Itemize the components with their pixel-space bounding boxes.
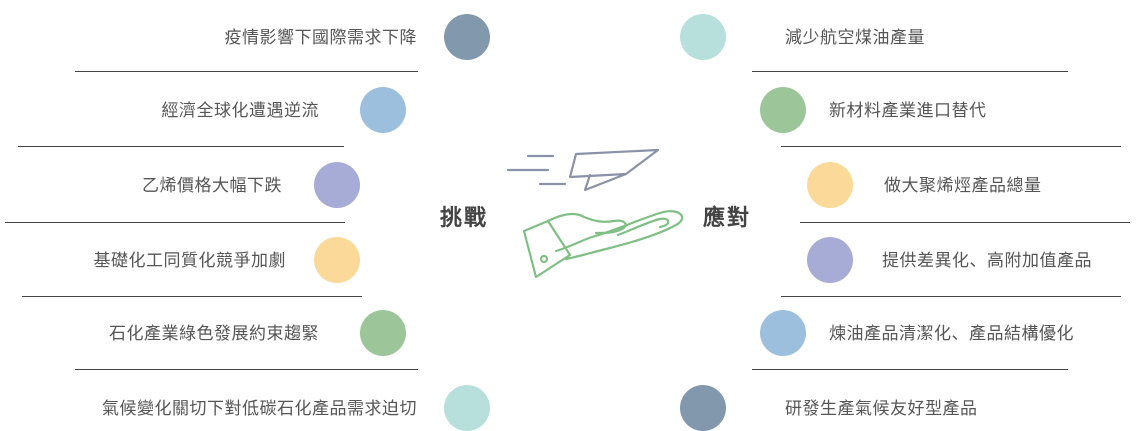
- response-label: 煉油產品清潔化、產品結構優化: [829, 324, 1074, 344]
- challenge-dot: [314, 162, 360, 208]
- response-dot: [807, 162, 853, 208]
- response-dot: [680, 14, 726, 60]
- divider: [5, 222, 345, 223]
- challenge-label: 基礎化工同質化競爭加劇: [93, 251, 286, 271]
- challenge-label: 疫情影響下國際需求下降: [224, 28, 417, 48]
- challenge-label: 乙烯價格大幅下跌: [142, 176, 282, 196]
- divider: [800, 222, 1130, 223]
- response-label: 減少航空煤油產量: [785, 28, 925, 48]
- response-dot: [807, 237, 853, 283]
- divider: [781, 296, 1121, 297]
- response-label: 新材料產業進口替代: [829, 101, 987, 121]
- response-label: 做大聚烯烴產品總量: [884, 176, 1042, 196]
- response-label: 提供差異化、高附加值產品: [882, 251, 1092, 271]
- divider: [75, 369, 418, 370]
- challenge-title: 挑戰: [440, 206, 489, 231]
- challenge-dot: [314, 237, 360, 283]
- challenge-dot: [360, 87, 406, 133]
- response-title: 應對: [703, 206, 752, 231]
- response-dot: [760, 87, 806, 133]
- challenge-label: 石化產業綠色發展約束趨緊: [109, 324, 319, 344]
- response-dot: [760, 310, 806, 356]
- challenge-label: 氣候變化關切下對低碳石化產品需求迫切: [102, 399, 417, 419]
- divider: [781, 146, 1121, 147]
- divider: [18, 146, 344, 147]
- challenge-label: 經濟全球化遭遇逆流: [161, 101, 319, 121]
- hand-icon: [522, 210, 684, 279]
- response-dot: [680, 385, 726, 431]
- paper-plane-icon: [506, 148, 660, 192]
- divider: [75, 71, 418, 72]
- divider: [752, 369, 1068, 370]
- divider: [752, 71, 1068, 72]
- challenge-dot: [444, 14, 490, 60]
- response-label: 研發生產氣候友好型產品: [785, 399, 978, 419]
- challenge-dot: [444, 385, 490, 431]
- challenge-dot: [360, 310, 406, 356]
- divider: [22, 296, 362, 297]
